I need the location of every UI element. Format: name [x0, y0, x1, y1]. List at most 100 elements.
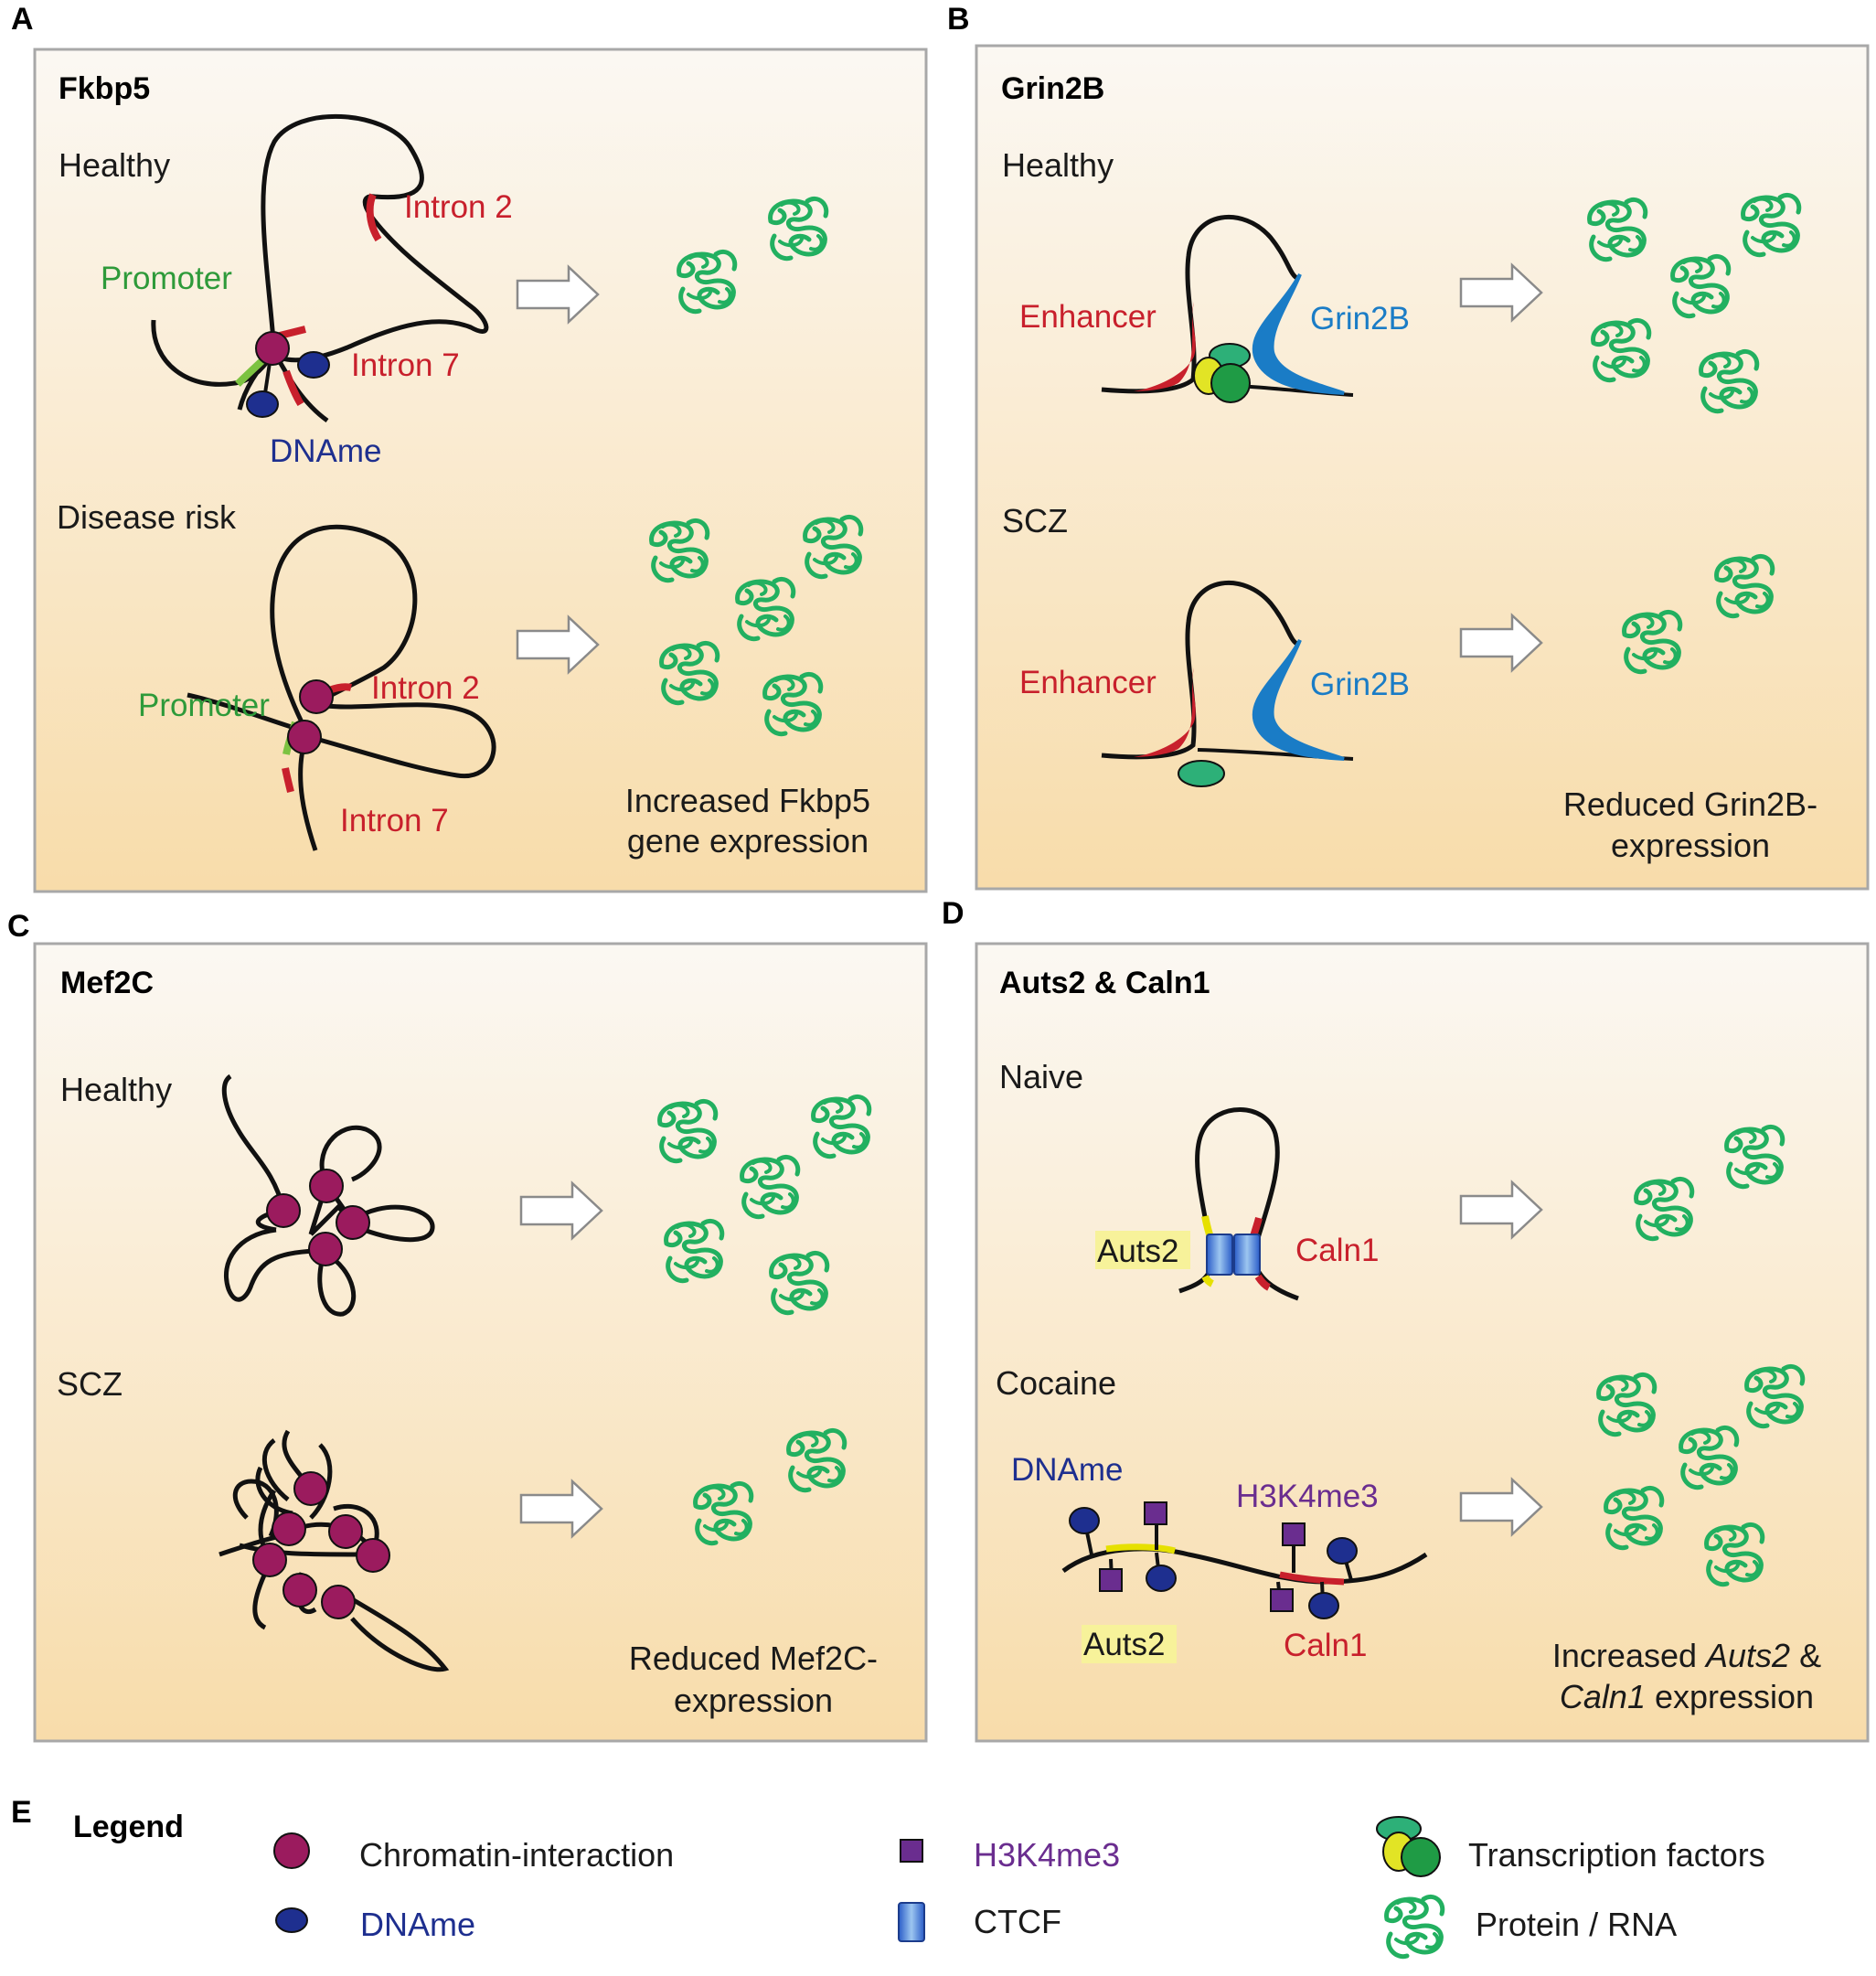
- h3k4me3-square: [1144, 1501, 1167, 1525]
- panel-d-caln1-label-2: Caln1: [1284, 1628, 1367, 1663]
- h3k4me3-icon: [900, 1839, 923, 1863]
- dname-icon: [275, 1907, 308, 1933]
- panel-b-gene-label-1: Grin2B: [1310, 301, 1410, 336]
- panel-a-caption-line2: gene expression: [627, 822, 869, 860]
- legend-label-ctcf: CTCF: [974, 1903, 1061, 1940]
- caption-italic-part: Auts2: [1704, 1637, 1790, 1674]
- grin2b-healthy-loop: [1101, 215, 1354, 403]
- panel-b-state-scz: SCZ: [1002, 502, 1068, 539]
- grin2b-scz-loop: [1101, 581, 1354, 787]
- panel-d-dname-label: DNAme: [1011, 1452, 1124, 1488]
- fkbp5-healthy-loop: [151, 114, 489, 423]
- fkbp5-disease-loop: [187, 524, 496, 851]
- ctcf-bar: [1206, 1234, 1233, 1276]
- legend-label-protein: Protein / RNA: [1476, 1906, 1677, 1943]
- panel-d-background: [975, 942, 1870, 1743]
- panel-d-auts2-label-1: Auts2: [1097, 1234, 1179, 1269]
- panel-b-caption-line2: expression: [1611, 827, 1770, 864]
- caption-part: expression: [1646, 1678, 1814, 1715]
- chromatin-interaction-dot: [309, 1169, 344, 1203]
- auts2-caln1-naive-loop: [1178, 1107, 1299, 1301]
- chromatin-interaction-dot: [299, 679, 334, 714]
- panel-c-caption-line1: Reduced Mef2C-: [629, 1640, 878, 1677]
- panel-d-auts2-label-2: Auts2: [1083, 1627, 1166, 1662]
- chromatin-interaction-dot: [328, 1514, 363, 1549]
- panel-d-h3k4me3-label: H3K4me3: [1236, 1479, 1379, 1514]
- panel-a-title: Fkbp5: [59, 71, 150, 106]
- h3k4me3-square: [1099, 1568, 1123, 1592]
- panel-b-caption-line1: Reduced Grin2B-: [1563, 785, 1817, 823]
- panel-c-letter: C: [7, 909, 30, 944]
- panel-c-caption-line2: expression: [674, 1682, 833, 1719]
- panel-d-state-naive: Naive: [999, 1058, 1083, 1095]
- legend-label-dname: DNAme: [360, 1906, 475, 1943]
- chromatin-interaction-dot: [308, 1232, 343, 1266]
- chromatin-interaction-dot: [287, 720, 322, 754]
- ctcf-icon: [898, 1902, 925, 1942]
- dname-dot: [1327, 1537, 1358, 1565]
- panel-b-background: [975, 44, 1870, 891]
- panel-a-state-disease: Disease risk: [57, 498, 237, 536]
- legend-title: Legend: [73, 1810, 184, 1844]
- auts2-highlight-1: [1095, 1231, 1190, 1269]
- dname-dot: [1308, 1592, 1339, 1619]
- dname-dot: [297, 351, 330, 379]
- panel-c-state-healthy: Healthy: [60, 1071, 172, 1108]
- protein-rna-icon: [1387, 1896, 1443, 1956]
- panel-a-intron2-label-1: Intron 2: [404, 189, 513, 225]
- h3k4me3-square: [1270, 1588, 1294, 1612]
- panel-c-title: Mef2C: [60, 966, 154, 1000]
- chromatin-interaction-dot: [336, 1205, 370, 1240]
- legend-label-chromatin: Chromatin-interaction: [359, 1836, 674, 1874]
- panel-a-background: [33, 48, 928, 893]
- panel-d-title: Auts2 & Caln1: [999, 966, 1210, 1000]
- auts2-caln1-cocaine-strand: [1061, 1501, 1428, 1619]
- mef2c-healthy-loops: [221, 1073, 435, 1317]
- panel-b-state-healthy: Healthy: [1002, 146, 1114, 184]
- mef2c-scz-loops: [219, 1429, 450, 1672]
- panel-b-enhancer-label-1: Enhancer: [1019, 299, 1157, 335]
- dname-dot: [246, 390, 279, 418]
- panel-a-intron7-label-2: Intron 7: [340, 803, 449, 838]
- panel-c-background: [33, 942, 928, 1743]
- chromatin-interaction-dot: [266, 1193, 301, 1228]
- panel-d-letter: D: [942, 896, 965, 931]
- panel-a-intron7-label-1: Intron 7: [351, 347, 460, 383]
- caption-part: Increased: [1552, 1637, 1706, 1674]
- panel-d-state-cocaine: Cocaine: [996, 1364, 1116, 1402]
- transcription-factor-teal: [1178, 760, 1225, 787]
- transcription-factor-green: [1210, 363, 1251, 403]
- panel-a-promoter-label-1: Promoter: [101, 261, 232, 296]
- ctcf-bar: [1233, 1234, 1261, 1276]
- dname-dot: [1146, 1565, 1177, 1592]
- panel-a-letter: A: [11, 2, 34, 37]
- panel-b-enhancer-label-2: Enhancer: [1019, 665, 1157, 700]
- transcription-factors-icon: [1376, 1816, 1441, 1877]
- chromatin-interaction-dot: [321, 1585, 356, 1619]
- legend-letter: E: [11, 1795, 32, 1830]
- legend-label-h3k4me3: H3K4me3: [974, 1836, 1120, 1874]
- panel-d-caption-line2: Caln1 expression: [1560, 1678, 1814, 1715]
- panel-a-state-healthy: Healthy: [59, 146, 170, 184]
- panel-b-gene-label-2: Grin2B: [1310, 667, 1410, 702]
- h3k4me3-square: [1282, 1522, 1306, 1546]
- panel-a-caption-line1: Increased Fkbp5: [625, 782, 870, 819]
- dname-dot: [1069, 1507, 1100, 1534]
- panel-a-intron2-label-2: Intron 2: [371, 670, 480, 706]
- panel-b-title: Grin2B: [1001, 71, 1104, 106]
- chromatin-interaction-dot: [356, 1538, 390, 1573]
- panel-c-state-scz: SCZ: [57, 1365, 123, 1403]
- caption-italic-part: Caln1: [1560, 1678, 1646, 1715]
- chromatin-interaction-dot: [252, 1543, 287, 1577]
- chromatin-interaction-icon: [273, 1832, 310, 1869]
- panel-a-promoter-label-2: Promoter: [138, 688, 270, 723]
- legend-label-tf: Transcription factors: [1468, 1836, 1765, 1874]
- auts2-highlight-2: [1082, 1625, 1177, 1663]
- panel-d-caln1-label-1: Caln1: [1295, 1233, 1379, 1268]
- chromatin-interaction-dot: [293, 1471, 328, 1506]
- chromatin-interaction-dot: [282, 1573, 317, 1608]
- chromatin-interaction-dot: [255, 331, 290, 366]
- chromatin-interaction-dot: [272, 1511, 306, 1546]
- panel-d-caption-line1: Increased Auts2 &: [1552, 1637, 1821, 1674]
